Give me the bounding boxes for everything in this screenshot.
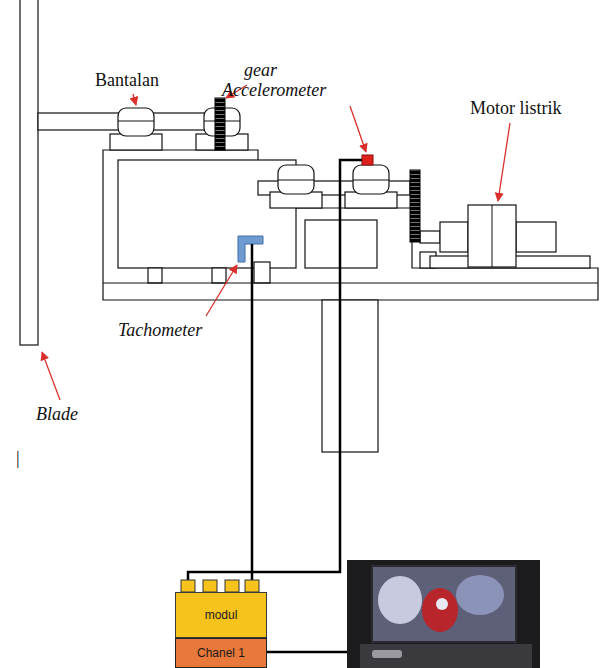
part-label: Accelerometer bbox=[222, 80, 326, 101]
part-label: Motor listrik bbox=[470, 98, 562, 119]
laptop-screen bbox=[372, 566, 516, 642]
box-label: Chanel 1 bbox=[197, 646, 245, 660]
motor-body bbox=[468, 205, 516, 267]
base-frame bbox=[103, 150, 598, 300]
leader-arrow bbox=[206, 265, 237, 316]
module-box: modul bbox=[175, 592, 267, 638]
bearing-line bbox=[278, 180, 314, 181]
frame-window bbox=[118, 160, 296, 268]
part-label: Tachometer bbox=[118, 320, 202, 341]
usb-cable bbox=[267, 651, 347, 654]
screen-image bbox=[378, 576, 422, 624]
bearing-line bbox=[118, 121, 154, 122]
part-label: gear bbox=[244, 60, 277, 81]
motor-line bbox=[492, 205, 493, 267]
connector bbox=[225, 580, 239, 592]
leader-arrow bbox=[350, 106, 366, 152]
laptop-logo bbox=[372, 650, 402, 658]
screen-image bbox=[456, 575, 504, 615]
blade bbox=[20, 0, 38, 345]
leader-arrow bbox=[498, 123, 510, 201]
connector bbox=[245, 580, 259, 592]
foot-block bbox=[212, 268, 226, 283]
bearing bbox=[110, 108, 162, 150]
sensor-mount bbox=[254, 262, 270, 283]
gear bbox=[215, 98, 225, 150]
laptop-body bbox=[347, 560, 540, 668]
signal-wire bbox=[251, 244, 254, 580]
screen-image bbox=[436, 598, 448, 610]
motor-end bbox=[440, 222, 468, 252]
channel-box: Chanel 1 bbox=[175, 638, 267, 668]
bearing-housing bbox=[278, 165, 314, 194]
connector bbox=[181, 580, 195, 592]
leader-arrow bbox=[42, 352, 60, 400]
tachometer-sensor bbox=[238, 236, 263, 262]
plate-line bbox=[103, 283, 598, 284]
motor-shaft bbox=[420, 231, 440, 243]
laptop-keyboard bbox=[360, 644, 532, 668]
gear bbox=[410, 170, 420, 242]
motor-end bbox=[516, 222, 556, 252]
part-label: Bantalan bbox=[95, 70, 159, 91]
part-label: | bbox=[16, 448, 20, 469]
connector bbox=[203, 580, 217, 592]
box-label: modul bbox=[205, 608, 238, 622]
screen-image bbox=[422, 588, 458, 632]
bearing bbox=[345, 165, 397, 208]
foot-block bbox=[148, 268, 162, 283]
accelerometer-sensor bbox=[362, 155, 373, 165]
bearing-line bbox=[353, 180, 389, 181]
signal-wire bbox=[188, 160, 362, 580]
leader-arrow bbox=[133, 94, 136, 105]
support-post bbox=[322, 300, 378, 452]
bearing bbox=[270, 165, 322, 208]
bearing-housing bbox=[353, 165, 389, 194]
bearing-housing bbox=[118, 108, 154, 136]
laptop bbox=[347, 560, 540, 668]
part-label: Blade bbox=[36, 404, 78, 425]
